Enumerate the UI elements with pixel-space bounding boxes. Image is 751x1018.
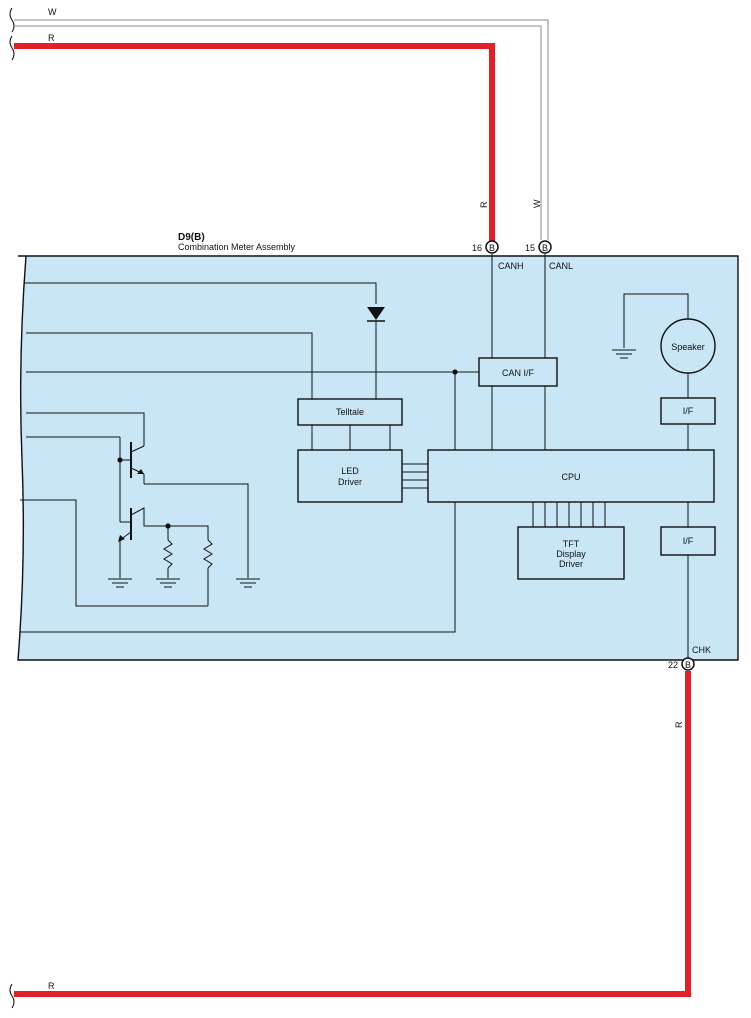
resistor-1-icon xyxy=(163,539,173,569)
if-bottom-label: I/F xyxy=(683,536,694,546)
cpu-block xyxy=(427,449,715,503)
component-name: Combination Meter Assembly xyxy=(178,242,296,252)
telltale-label: Telltale xyxy=(336,407,364,417)
wire-white-inner xyxy=(14,25,542,240)
tft-label-2: Display xyxy=(556,549,586,559)
wire-label-w-vertical: W xyxy=(532,199,542,208)
if-top-label: I/F xyxy=(683,406,694,416)
if-bottom-block xyxy=(660,526,716,556)
led-driver-block xyxy=(297,449,403,503)
break-mark-bottom xyxy=(9,983,15,1009)
ground-icon-q2 xyxy=(108,578,132,588)
can-if-label: CAN I/F xyxy=(502,368,535,378)
pin-22-number: 22 xyxy=(668,660,678,670)
tft-label-1: TFT xyxy=(563,539,580,549)
led-driver-label-1: LED xyxy=(341,466,359,476)
cpu-label: CPU xyxy=(561,472,580,482)
pin-16-connector-letter: B xyxy=(489,243,495,253)
wire-label-r-chk-vertical: R xyxy=(674,721,684,728)
break-mark-top xyxy=(9,7,15,33)
led-driver-label-2: Driver xyxy=(338,477,362,487)
component-id: D9(B) xyxy=(178,232,205,243)
ground-icon-q1 xyxy=(236,578,260,588)
wire-label-r-bottom: R xyxy=(48,981,55,991)
wire-white-outer xyxy=(14,19,549,240)
pin-15-connector xyxy=(538,240,552,254)
speaker-label: Speaker xyxy=(671,342,705,352)
ground-icon-r1 xyxy=(156,578,180,588)
pin-22-connector xyxy=(681,657,695,671)
pin-16-number: 16 xyxy=(472,243,482,253)
pin-16-connector xyxy=(485,240,499,254)
break-mark-mid xyxy=(9,35,15,61)
pin-16-signal: CANH xyxy=(498,261,524,271)
tft-label-3: Driver xyxy=(559,559,583,569)
pin-22-connector-letter: B xyxy=(685,660,691,670)
wire-red-canh xyxy=(14,43,495,242)
wire-red-chk xyxy=(14,671,691,997)
wire-label-w-top: W xyxy=(48,7,57,17)
if-top-block xyxy=(660,397,716,425)
wire-label-r-vertical: R xyxy=(479,201,489,208)
pin-15-signal: CANL xyxy=(549,261,573,271)
tft-display-driver-block xyxy=(517,526,625,580)
resistor-2-icon xyxy=(203,539,213,569)
pin-15-number: 15 xyxy=(525,243,535,253)
wire-label-r-top: R xyxy=(48,33,55,43)
pin-15-connector-letter: B xyxy=(542,243,548,253)
telltale-block xyxy=(297,398,403,426)
diode-icon xyxy=(367,307,385,320)
pin-22-signal: CHK xyxy=(692,645,711,655)
can-if-block xyxy=(478,357,558,387)
